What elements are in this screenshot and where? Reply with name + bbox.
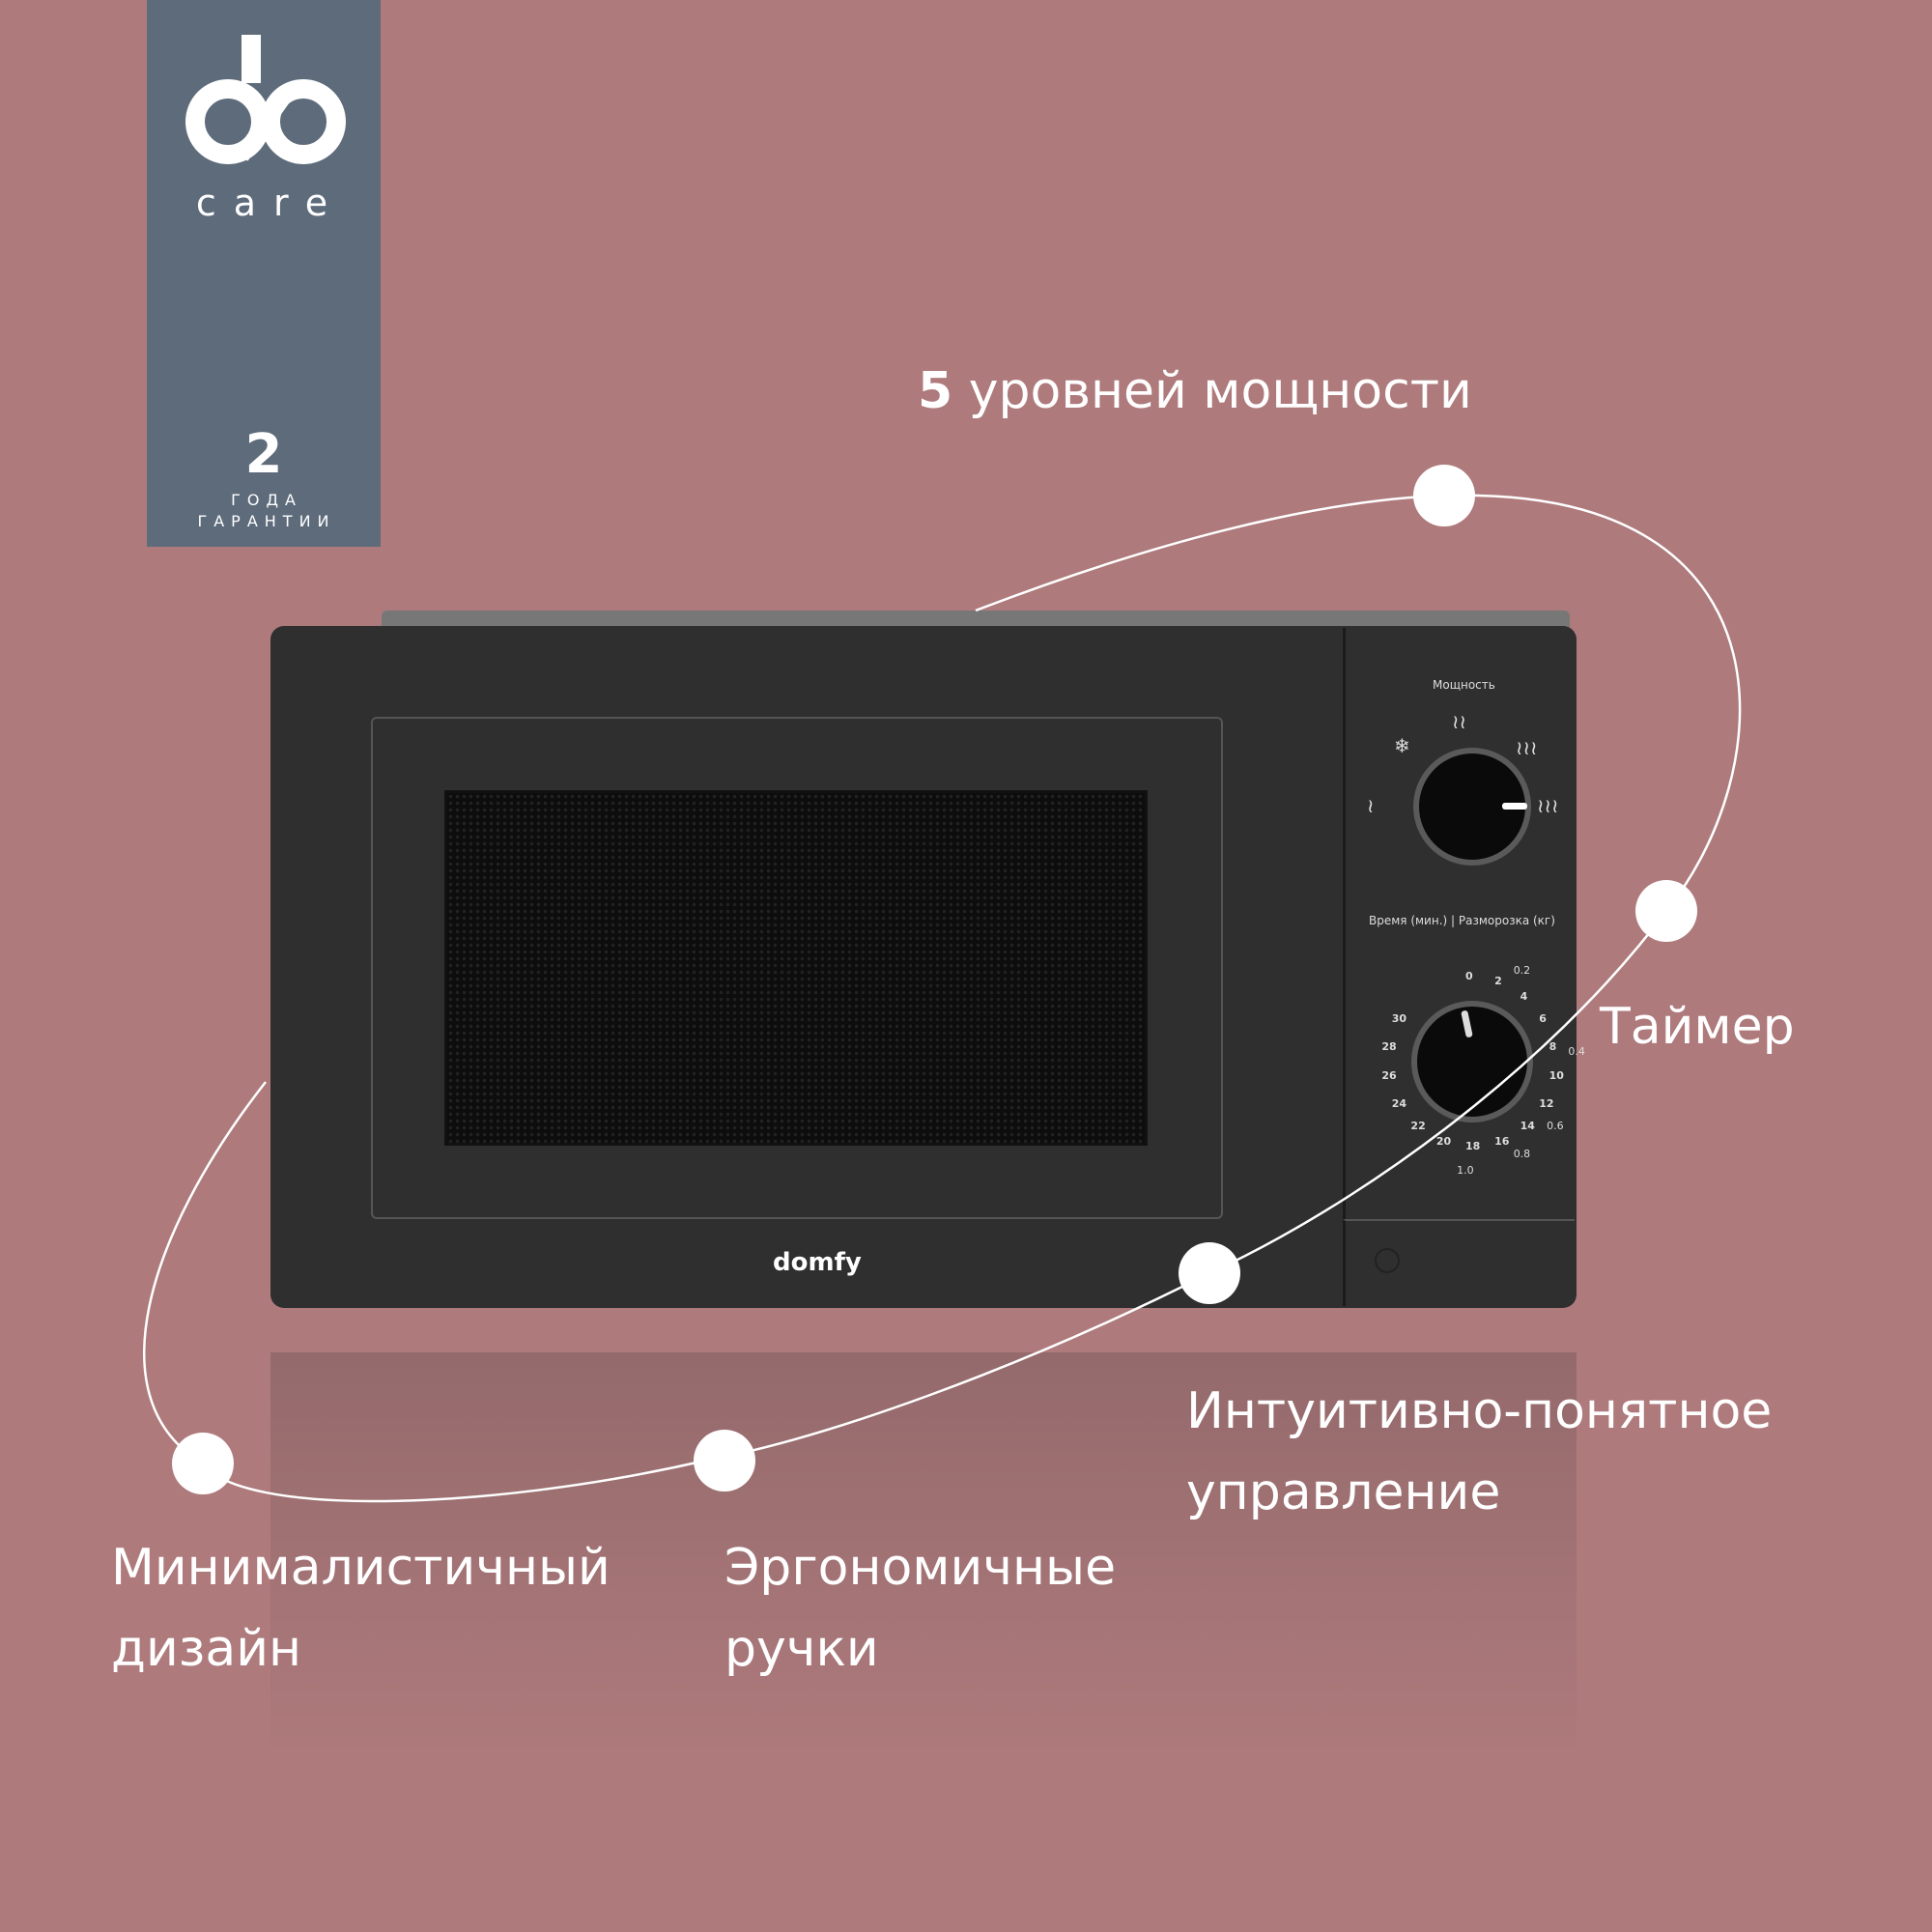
timer-mark: 26 — [1381, 1069, 1397, 1083]
medium-high-heat-icon: ≀≀≀ — [1516, 736, 1538, 759]
medium-low-heat-icon: ≀≀ — [1452, 710, 1466, 733]
timer-mark: 18 — [1465, 1140, 1481, 1152]
timer-mark: 8 — [1548, 1039, 1557, 1053]
feature-design-line1: Минималистичный — [111, 1539, 611, 1597]
care-logo-icon — [185, 35, 346, 164]
defrost-mark: 0.4 — [1568, 1044, 1585, 1058]
power-label: Мощность — [1433, 678, 1495, 692]
timer-mark: 0 — [1465, 970, 1473, 982]
feature-handles-line2: ручки — [724, 1620, 879, 1678]
microwave-door — [371, 717, 1223, 1219]
high-heat-icon: ≀≀≀ — [1537, 794, 1559, 817]
microwave-top — [382, 611, 1570, 628]
feature-handles-line1: Эргономичные — [724, 1539, 1117, 1597]
feature-dot-power — [1413, 465, 1475, 526]
feature-dot-design — [172, 1433, 234, 1494]
timer-mark: 14 — [1520, 1120, 1535, 1133]
power-levels-text: уровней мощности — [952, 362, 1472, 420]
timer-mark: 24 — [1391, 1097, 1407, 1110]
microwave-reflection — [270, 1352, 1577, 1758]
power-knob[interactable] — [1413, 748, 1531, 866]
power-levels-number: 5 — [918, 362, 953, 420]
defrost-icon: ❄ — [1394, 734, 1410, 757]
microwave: domfy Мощность ≀ ❄ ≀≀ ≀≀≀ ≀≀≀ Время (мин… — [270, 626, 1585, 1308]
feature-dot-control — [1179, 1242, 1240, 1304]
timer-label: Время (мин.) | Разморозка (кг) — [1369, 914, 1555, 927]
warranty-badge: care 2 ГОДА ГАРАНТИИ — [147, 0, 381, 547]
timer-mark: 10 — [1548, 1069, 1564, 1083]
feature-timer: Таймер — [1600, 998, 1795, 1056]
knob-pointer — [1502, 803, 1527, 810]
timer-mark: 22 — [1410, 1120, 1426, 1133]
feature-power-levels: 5 уровней мощности — [918, 354, 1472, 429]
logo-text: care — [195, 182, 346, 224]
timer-mark: 4 — [1520, 989, 1528, 1003]
defrost-mark: 0.2 — [1513, 963, 1531, 977]
feature-dot-timer — [1635, 880, 1697, 942]
warranty-line2: ГАРАНТИИ — [197, 512, 336, 530]
defrost-mark: 0.8 — [1513, 1148, 1531, 1161]
timer-mark: 12 — [1539, 1097, 1554, 1110]
timer-mark: 28 — [1381, 1039, 1397, 1053]
low-heat-icon: ≀ — [1367, 794, 1375, 817]
feature-control-line1: Интуитивно-понятное — [1186, 1382, 1773, 1440]
feature-control-line2: управление — [1186, 1463, 1501, 1521]
timer-mark: 30 — [1391, 1012, 1407, 1025]
door-window — [444, 790, 1148, 1146]
warranty-line1: ГОДА — [231, 491, 302, 509]
control-panel: Мощность ≀ ❄ ≀≀ ≀≀≀ ≀≀≀ Время (мин.) | Р… — [1343, 628, 1585, 1219]
feature-dot-handles — [694, 1430, 755, 1492]
timer-mark: 6 — [1539, 1012, 1547, 1025]
door-button[interactable] — [1375, 1248, 1400, 1273]
warranty-years: 2 — [244, 423, 283, 486]
timer-mark: 20 — [1435, 1134, 1452, 1148]
feature-design-line2: дизайн — [111, 1620, 302, 1678]
defrost-mark: 0.6 — [1547, 1120, 1564, 1133]
brand-logo: domfy — [773, 1248, 862, 1277]
defrost-mark: 1.0 — [1457, 1163, 1474, 1177]
timer-knob[interactable] — [1411, 1001, 1533, 1122]
control-panel-lower — [1343, 1219, 1575, 1306]
timer-mark: 2 — [1494, 975, 1502, 988]
timer-mark: 16 — [1494, 1134, 1510, 1148]
